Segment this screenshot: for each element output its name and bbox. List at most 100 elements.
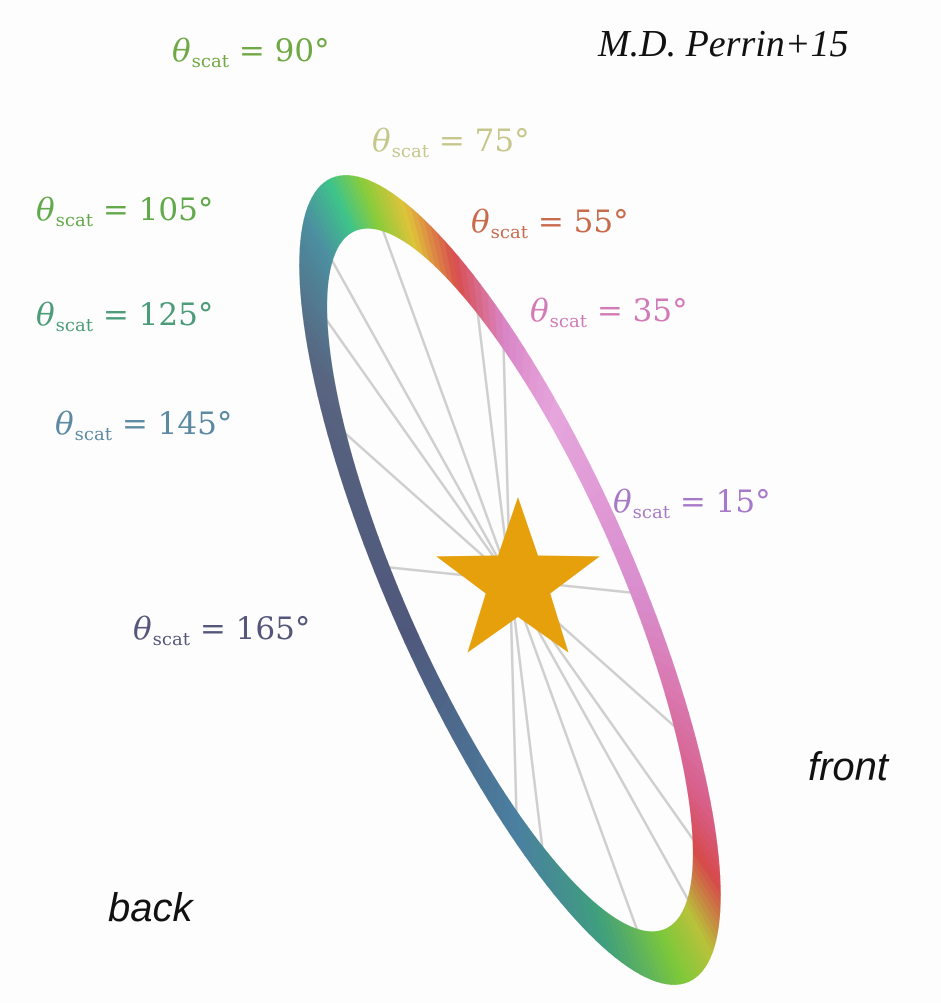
ring-segment <box>641 622 667 645</box>
ring-segment <box>664 927 693 983</box>
ring-segment <box>645 634 672 659</box>
ring-segment <box>311 370 341 411</box>
ring-segment <box>385 597 409 616</box>
theta-symbol: θ <box>372 123 391 159</box>
ring-segment <box>465 264 479 316</box>
ring-segment <box>688 887 718 942</box>
ring-segment <box>622 572 646 589</box>
subscript: scat <box>549 311 587 332</box>
ring-segment <box>572 447 590 479</box>
ring-segment <box>509 800 518 847</box>
ring-segment <box>299 273 328 324</box>
ring-segment <box>583 892 603 948</box>
ring-segment <box>657 670 686 700</box>
ring-segment <box>417 657 437 686</box>
theta-symbol: θ <box>471 204 490 240</box>
ring-segment <box>664 693 693 727</box>
ring-segment <box>690 880 719 935</box>
ring-segment <box>363 178 388 234</box>
ring-segment <box>301 225 330 280</box>
ring-segment <box>348 175 375 230</box>
ring-segment <box>683 770 713 814</box>
ring-segment <box>317 185 346 241</box>
theta-symbol: θ <box>133 611 152 647</box>
ring-segment <box>589 897 610 953</box>
ring-segment <box>444 240 461 293</box>
angle-label-105: θscat = 105° <box>36 192 213 230</box>
ring-segment <box>458 256 473 308</box>
ring-segment <box>668 924 697 981</box>
theta-symbol: θ <box>613 484 632 520</box>
ring-segment <box>578 461 597 491</box>
ring-segment <box>343 487 371 514</box>
ring-segment <box>472 274 486 324</box>
ring-segment <box>334 175 363 230</box>
ring-segment <box>688 800 718 847</box>
ring-segment <box>559 867 576 920</box>
angle-label-15: θscat = 15° <box>613 484 771 522</box>
ring-segment <box>692 844 721 896</box>
angle-value: = 75° <box>428 123 530 159</box>
ring-segment <box>685 898 715 954</box>
ring-segment <box>553 859 569 913</box>
ring-segment <box>681 760 711 802</box>
ring-segment <box>502 790 511 836</box>
theta-symbol: θ <box>172 33 191 69</box>
ring-segment <box>674 919 703 975</box>
angle-label-35: θscat = 35° <box>530 296 688 331</box>
ring-segment <box>368 179 393 236</box>
ring-segment <box>653 658 681 687</box>
ring-segment <box>606 911 629 968</box>
ring-segment <box>417 212 437 268</box>
ring-segment <box>541 383 555 422</box>
ring-segment <box>339 175 367 230</box>
ring-segment <box>299 255 328 308</box>
ring-segment <box>301 302 330 350</box>
ring-segment <box>559 421 576 456</box>
ring-segment <box>458 727 473 765</box>
ring-segment <box>353 515 379 538</box>
ring-segment <box>423 218 442 274</box>
ring-segment <box>410 207 431 263</box>
ring-segment <box>676 915 706 972</box>
ring-segment <box>314 382 344 421</box>
ring-segment <box>627 924 652 981</box>
ring-segment <box>311 192 341 248</box>
ring-segment <box>671 922 700 978</box>
ring-segment <box>692 836 721 887</box>
ring-segment <box>553 408 569 444</box>
theta-symbol: θ <box>36 192 55 228</box>
ring-segment <box>374 571 398 588</box>
ring-segment <box>645 930 672 985</box>
ring-segment <box>674 728 703 766</box>
ring-segment <box>320 407 349 444</box>
ring-segment <box>330 176 359 232</box>
ring-segment <box>343 175 371 229</box>
ring-segment <box>307 346 337 390</box>
ring-segment <box>299 264 328 316</box>
ring-segment <box>358 529 384 550</box>
ring-segment <box>541 844 555 896</box>
subscript: scat <box>152 629 190 650</box>
theta-symbol: θ <box>55 406 74 442</box>
ring-segment <box>397 196 419 253</box>
ring-segment <box>302 218 332 273</box>
ring-segment <box>327 177 356 233</box>
ring-segment <box>391 192 414 249</box>
ring-segment <box>691 874 720 928</box>
ring-segment <box>679 912 709 968</box>
ring-segment <box>566 434 583 467</box>
ring-segment <box>379 584 403 602</box>
ring-segment <box>327 433 356 467</box>
angle-label-125: θscat = 125° <box>36 300 213 335</box>
angle-value: = 145° <box>111 406 233 442</box>
ring-segment <box>685 781 715 825</box>
ring-segment <box>303 212 333 268</box>
ring-segment <box>314 188 344 245</box>
ring-segment <box>687 791 717 836</box>
ring-segment <box>451 716 467 752</box>
ring-segment <box>649 646 677 673</box>
ring-segment <box>348 501 375 526</box>
ring-segment <box>437 693 454 726</box>
